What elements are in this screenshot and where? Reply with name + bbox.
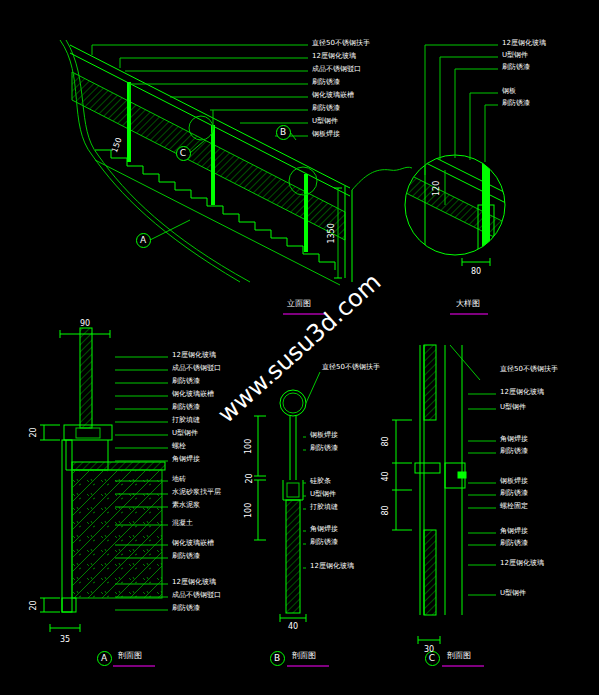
annotation-text: 刷防锈漆 (500, 540, 528, 548)
annotation-text: 刷防锈漆 (172, 378, 200, 386)
annotation-text: 钢化玻璃嵌槽 (172, 540, 214, 548)
annotation-text: 大样图 (456, 300, 480, 309)
dimension-text: 80 (382, 436, 391, 446)
callout-circle: A (97, 651, 112, 666)
annotation-text: 刷防锈漆 (312, 79, 340, 87)
annotation-text: U型钢件 (502, 52, 528, 60)
annotation-text: U型钢件 (312, 118, 338, 126)
annotation-text: 刷防锈漆 (502, 100, 530, 108)
annotation-text: 打胶填缝 (172, 417, 200, 425)
dimension-text: 100 (246, 438, 255, 453)
callout-circle: B (270, 651, 285, 666)
dimension-text: 90 (80, 320, 90, 329)
dimension-text: 20 (30, 600, 39, 610)
annotation-text: 刷防锈漆 (172, 404, 200, 412)
dimension-text: 120 (434, 180, 443, 195)
annotation-text: 钢板焊接 (312, 131, 340, 139)
annotation-text: 直径50不锈钢扶手 (312, 40, 370, 48)
annotation-text: 成品不锈钢驳口 (172, 592, 221, 600)
annotation-text: 刷防锈漆 (310, 445, 338, 453)
dimension-text: 40 (382, 471, 391, 481)
annotation-text: 混凝土 (172, 520, 193, 528)
annotation-text: U型钢件 (500, 404, 526, 412)
callout-circle: C (176, 146, 191, 161)
annotation-text: 刷防锈漆 (502, 64, 530, 72)
dimension-text: 1350 (328, 223, 337, 243)
annotation-text: 12厘钢化玻璃 (172, 352, 216, 360)
annotation-text: 刷防锈漆 (172, 605, 200, 613)
callout-circle: A (136, 233, 151, 248)
annotation-text: U型钢件 (310, 491, 336, 499)
annotation-text: 角钢焊接 (172, 456, 200, 464)
dimension-text: 100 (246, 502, 255, 517)
annotation-text: 12厘钢化玻璃 (172, 579, 216, 587)
annotation-text: 刷防锈漆 (500, 448, 528, 456)
annotation-text: 刷防锈漆 (172, 553, 200, 561)
annotation-text: 剖面图 (118, 652, 142, 661)
annotation-text: U型钢件 (500, 590, 526, 598)
watermark: www.susu3d.com (213, 268, 386, 428)
annotation-text: 12厘钢化玻璃 (310, 563, 354, 571)
annotation-text: 钢板焊接 (310, 432, 338, 440)
annotation-text: 12厘钢化玻璃 (312, 53, 356, 61)
annotation-text: 钢化玻璃嵌槽 (312, 92, 354, 100)
annotation-text: 地砖 (172, 476, 186, 484)
dimension-text: 150 (111, 136, 124, 153)
annotation-text: 素水泥浆 (172, 502, 200, 510)
annotation-text: 直径50不锈钢扶手 (322, 364, 380, 372)
annotation-text: 立面图 (287, 300, 311, 309)
callout-letter: B (271, 652, 284, 665)
annotation-text: 角钢焊接 (310, 526, 338, 534)
annotation-text: 水泥砂浆找平层 (172, 489, 221, 497)
annotation-text: 角钢焊接 (500, 528, 528, 536)
annotation-text: 角钢焊接 (500, 436, 528, 444)
annotation-text: 刷防锈漆 (500, 490, 528, 498)
dimension-text: 40 (288, 623, 298, 632)
annotation-text: 螺栓 (172, 443, 186, 451)
dimension-text: 80 (471, 268, 481, 277)
annotation-text: 硅胶条 (310, 478, 331, 486)
annotation-text: 钢板焊接 (500, 478, 528, 486)
dimension-text: 35 (60, 636, 70, 645)
annotation-text: 直径50不锈钢扶手 (500, 366, 558, 374)
annotation-text: 剖面图 (292, 652, 316, 661)
dimension-text: 20 (30, 427, 39, 437)
annotation-text: 12厘钢化玻璃 (500, 389, 544, 397)
dimension-text: 80 (382, 505, 391, 515)
annotation-text: 刷防锈漆 (312, 105, 340, 113)
annotation-text: U型钢件 (172, 430, 198, 438)
annotation-text: 12厘钢化玻璃 (502, 40, 546, 48)
annotation-text: 剖面图 (447, 652, 471, 661)
callout-letter: B (277, 126, 290, 139)
callout-circle: B (276, 125, 291, 140)
annotation-text: 12厘钢化玻璃 (500, 560, 544, 568)
dimension-text: 30 (424, 646, 434, 655)
annotation-text: 钢板 (502, 88, 516, 96)
callout-letter: A (98, 652, 111, 665)
annotation-text: 成品不锈钢驳口 (172, 365, 221, 373)
annotation-text: 打胶填缝 (310, 504, 338, 512)
callout-letter: C (177, 147, 190, 160)
callout-letter: A (137, 234, 150, 247)
annotation-text: 钢化玻璃嵌槽 (172, 391, 214, 399)
dimension-text: 20 (246, 473, 255, 483)
annotation-text: 刷防锈漆 (310, 539, 338, 547)
annotation-text: 成品不锈钢驳口 (312, 66, 361, 74)
annotation-text: 螺栓固定 (500, 503, 528, 511)
